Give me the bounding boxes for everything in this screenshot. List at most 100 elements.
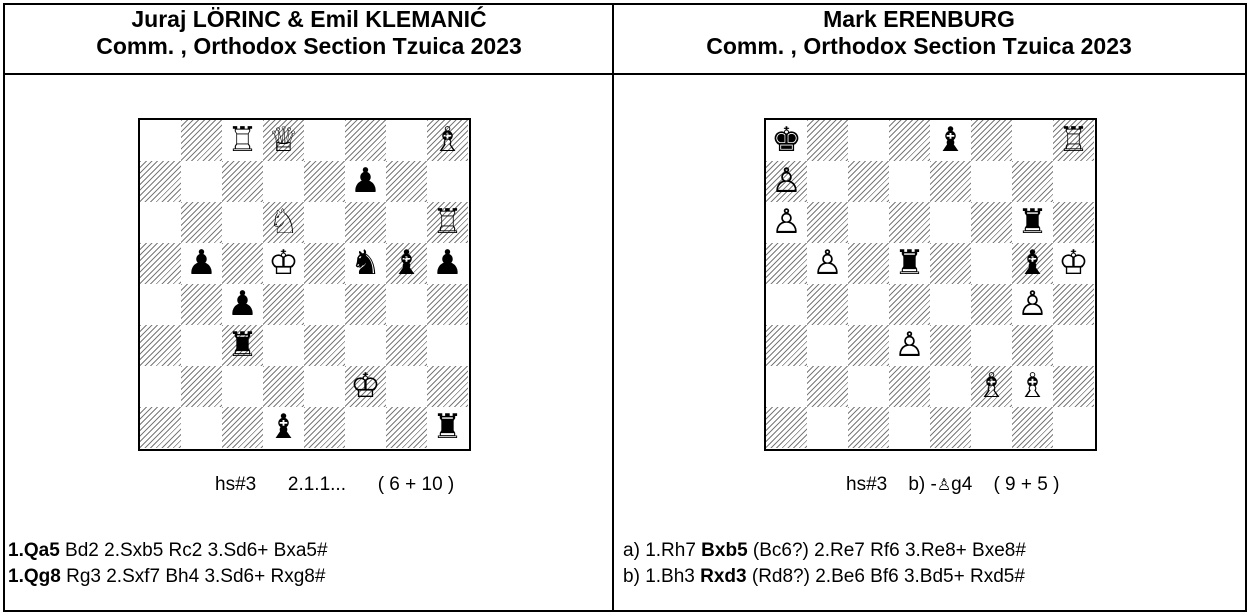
board-square-d8 bbox=[263, 120, 304, 161]
board-square-g7 bbox=[1012, 161, 1053, 202]
board-square-d6 bbox=[263, 202, 304, 243]
board-square-a6 bbox=[140, 202, 181, 243]
solution-twin-label: a) bbox=[623, 540, 646, 561]
problem-2-authors: Mark ERENBURG bbox=[823, 6, 1015, 32]
black-bishop-icon: ♝ bbox=[268, 407, 299, 447]
board-square-c3 bbox=[848, 325, 889, 366]
problem-1-stipulation-line: hs#3 2.1.1... ( 6 + 10 ) bbox=[215, 474, 454, 496]
white-rook-icon: ♖ bbox=[1058, 120, 1089, 160]
board-square-b8 bbox=[807, 120, 848, 161]
white-king-icon: ♔ bbox=[268, 243, 299, 283]
problem-2-twin-prefix: b) - bbox=[908, 474, 937, 495]
board-square-e3 bbox=[304, 325, 345, 366]
board-square-c7 bbox=[848, 161, 889, 202]
board-square-h1 bbox=[1053, 407, 1094, 448]
board-square-f3 bbox=[345, 325, 386, 366]
white-bishop-icon: ♗ bbox=[1017, 366, 1048, 406]
board-square-b3 bbox=[807, 325, 848, 366]
black-rook-icon: ♜ bbox=[1017, 202, 1048, 242]
black-bishop-icon: ♝ bbox=[935, 120, 966, 160]
problem-1-authors: Juraj LÖRINC & Emil KLEMANIĆ bbox=[131, 6, 487, 32]
board-square-h7 bbox=[427, 161, 468, 202]
board-square-g4 bbox=[386, 284, 427, 325]
board-square-f8 bbox=[345, 120, 386, 161]
board-square-a5 bbox=[140, 243, 181, 284]
twin-white-pawn-icon: ♙ bbox=[936, 475, 952, 494]
black-knight-icon: ♞ bbox=[350, 243, 381, 283]
board-square-a2 bbox=[766, 366, 807, 407]
board-square-a4 bbox=[140, 284, 181, 325]
white-rook-icon: ♖ bbox=[432, 202, 463, 242]
board-square-a2 bbox=[140, 366, 181, 407]
black-rook-icon: ♜ bbox=[432, 407, 463, 447]
problem-2-solution-b: b) 1.Bh3 Rxd3 (Rd8?) 2.Be6 Bf6 3.Bd5+ Rx… bbox=[623, 565, 1025, 588]
board-square-h7 bbox=[1053, 161, 1094, 202]
board-square-g8 bbox=[386, 120, 427, 161]
white-pawn-icon: ♙ bbox=[771, 202, 802, 242]
black-pawn-icon: ♟ bbox=[186, 243, 217, 283]
problem-1-phases: 2.1.1... bbox=[287, 474, 346, 495]
board-square-h8 bbox=[1053, 120, 1094, 161]
board-square-e6 bbox=[304, 202, 345, 243]
board-square-h4 bbox=[1053, 284, 1094, 325]
black-pawn-icon: ♟ bbox=[350, 161, 381, 201]
board-square-b8 bbox=[181, 120, 222, 161]
board-square-c4 bbox=[848, 284, 889, 325]
column-divider bbox=[612, 3, 614, 612]
board-square-c5 bbox=[848, 243, 889, 284]
chess-board-problem-1: ♖♕♗♟♘♖♟♔♞♝♟♟♜♔♝♜ bbox=[138, 118, 471, 451]
board-square-h3 bbox=[1053, 325, 1094, 366]
board-square-a3 bbox=[140, 325, 181, 366]
board-square-c1 bbox=[848, 407, 889, 448]
board-square-e8 bbox=[304, 120, 345, 161]
board-square-e5 bbox=[304, 243, 345, 284]
board-square-g1 bbox=[386, 407, 427, 448]
board-square-f4 bbox=[971, 284, 1012, 325]
board-square-d1 bbox=[889, 407, 930, 448]
board-square-h3 bbox=[427, 325, 468, 366]
solution-twin-label: b) bbox=[623, 566, 646, 587]
problem-2-award: Comm. , Orthodox Section Tzuica 2023 bbox=[706, 33, 1132, 59]
board-square-d2 bbox=[263, 366, 304, 407]
solution-continuation: Rg3 2.Sxf7 Bh4 3.Sd6+ Rxg8# bbox=[60, 566, 326, 587]
board-square-f2 bbox=[971, 366, 1012, 407]
problem-1-piece-count: ( 6 + 10 ) bbox=[377, 474, 455, 495]
board-square-b1 bbox=[181, 407, 222, 448]
board-square-e1 bbox=[930, 407, 971, 448]
problem-2-stipulation: hs#3 bbox=[846, 474, 888, 495]
board-square-b4 bbox=[807, 284, 848, 325]
white-knight-icon: ♘ bbox=[268, 202, 299, 242]
board-square-c6 bbox=[222, 202, 263, 243]
board-square-f8 bbox=[971, 120, 1012, 161]
board-square-e1 bbox=[304, 407, 345, 448]
white-pawn-icon: ♙ bbox=[1017, 284, 1048, 324]
white-bishop-icon: ♗ bbox=[432, 120, 463, 160]
board-square-e7 bbox=[930, 161, 971, 202]
board-square-b2 bbox=[181, 366, 222, 407]
board-square-g7 bbox=[386, 161, 427, 202]
white-pawn-icon: ♙ bbox=[771, 161, 802, 201]
board-square-a4 bbox=[766, 284, 807, 325]
board-square-h6 bbox=[427, 202, 468, 243]
board-square-a7 bbox=[766, 161, 807, 202]
board-square-d2 bbox=[889, 366, 930, 407]
black-bishop-icon: ♝ bbox=[1017, 243, 1048, 283]
solution-key-move: 1.Qa5 bbox=[8, 540, 60, 561]
board-square-c1 bbox=[222, 407, 263, 448]
white-king-icon: ♔ bbox=[350, 366, 381, 406]
white-rook-icon: ♖ bbox=[227, 120, 258, 160]
board-square-e2 bbox=[930, 366, 971, 407]
problem-2-header: Mark ERENBURG Comm. , Orthodox Section T… bbox=[615, 6, 1223, 72]
problem-1-stipulation: hs#3 bbox=[215, 474, 257, 495]
board-square-c2 bbox=[222, 366, 263, 407]
black-pawn-icon: ♟ bbox=[227, 284, 258, 324]
board-square-d8 bbox=[889, 120, 930, 161]
board-square-f7 bbox=[971, 161, 1012, 202]
header-row bbox=[3, 3, 1247, 75]
board-square-c7 bbox=[222, 161, 263, 202]
black-pawn-icon: ♟ bbox=[432, 243, 463, 283]
board-square-g3 bbox=[386, 325, 427, 366]
solution-key-reply: Rxd3 bbox=[700, 566, 747, 587]
solution-continuation: (Bc6?) 2.Re7 Rf6 3.Re8+ Bxe8# bbox=[747, 540, 1026, 561]
solution-key-reply: Bxb5 bbox=[701, 540, 748, 561]
